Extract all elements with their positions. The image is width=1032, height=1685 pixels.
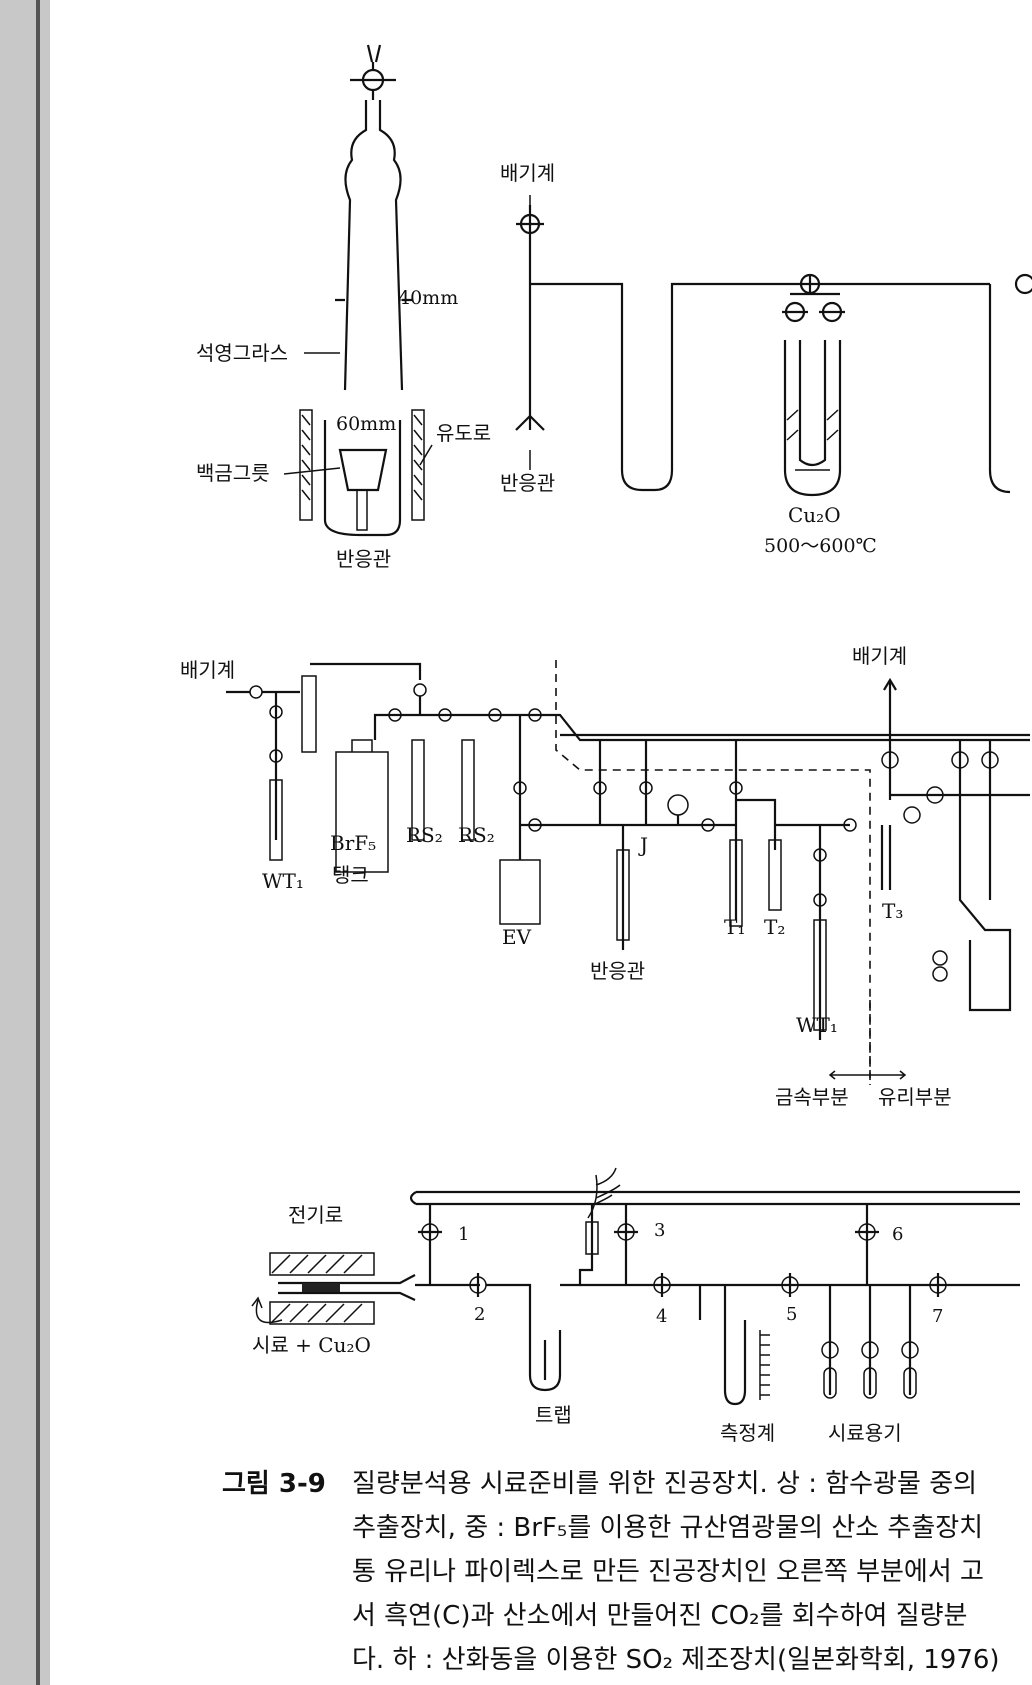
- furnace-apparatus: [299, 44, 425, 537]
- label-glass-part: 유리부분: [878, 1085, 952, 1109]
- label-manometer: 측정계: [720, 1421, 775, 1445]
- brf5-apparatus: [226, 660, 1030, 1085]
- label-reaction-tube-mid: 반응관: [590, 959, 645, 983]
- label-width-60: 60mm: [336, 413, 396, 435]
- label-t1: T₁: [724, 915, 745, 939]
- label-rs2-b: RS₂: [458, 823, 495, 847]
- caption-line-5: 다. 하 : 산화동을 이용한 SO₂ 제조장치(일본화학회, 1976): [352, 1645, 1000, 1675]
- label-sample-cu2o: 시료 + Cu₂O: [252, 1333, 371, 1357]
- valve-number-4: 4: [656, 1306, 667, 1327]
- caption-line-2: 추출장치, 중 : BrF₅를 이용한 규산염광물의 산소 추출장치: [352, 1513, 984, 1543]
- label-exhaust-mid-left: 배기계: [180, 658, 235, 682]
- label-exhaust-mid-right: 배기계: [852, 644, 907, 668]
- label-exhaust-top: 배기계: [500, 161, 555, 185]
- label-rs2-a: RS₂: [406, 823, 443, 847]
- label-tank: 탱크: [332, 863, 369, 887]
- left-scroll-strip: [0, 0, 50, 1685]
- so2-apparatus: [251, 1167, 1020, 1406]
- left-strip-edge: [36, 0, 40, 1685]
- label-quartz-glass: 석영그라스: [196, 341, 288, 365]
- valve-number-2: 2: [474, 1304, 485, 1325]
- valve-number-6: 6: [892, 1224, 903, 1245]
- label-ev: EV: [502, 925, 532, 949]
- label-wt1-right: WT₁: [796, 1013, 838, 1037]
- label-metal-part: 금속부분: [775, 1085, 849, 1109]
- label-j: J: [638, 833, 648, 857]
- label-platinum-crucible: 백금그릇: [196, 461, 270, 485]
- top-line-apparatus: [515, 195, 1032, 497]
- label-induction-furnace: 유도로: [436, 421, 491, 445]
- label-t2: T₂: [764, 915, 785, 939]
- valve-number-1: 1: [458, 1224, 469, 1245]
- label-reaction-tube-top: 반응관: [336, 547, 391, 571]
- label-cu2o-top: Cu₂O: [788, 503, 841, 527]
- valve-number-5: 5: [786, 1304, 797, 1325]
- caption-line-4: 서 흑연(C)과 산소에서 만들어진 CO₂를 회수하여 질량분: [352, 1601, 968, 1631]
- caption-label: 그림 3-9: [222, 1469, 326, 1499]
- label-trap: 트랩: [535, 1403, 572, 1427]
- label-t3: T₃: [882, 899, 903, 923]
- label-temperature: 500～600℃: [764, 535, 877, 557]
- label-sample-container: 시료용기: [828, 1421, 902, 1445]
- label-width-40: 40mm: [398, 287, 458, 309]
- vacuum-apparatus-figure: 40mm 석영그라스 60mm 유도로 백금그릇 반응관 배기계 반응관 Cu₂…: [180, 44, 1032, 1445]
- label-reaction-tube-line: 반응관: [500, 471, 555, 495]
- valve-number-3: 3: [654, 1220, 665, 1241]
- valve-number-7: 7: [932, 1306, 943, 1327]
- label-electric-furnace: 전기로: [288, 1203, 343, 1227]
- label-brf5: BrF₅: [330, 831, 376, 855]
- caption-line-3: 통 유리나 파이렉스로 만든 진공장치인 오른쪽 부분에서 고: [352, 1557, 984, 1587]
- label-wt1-left: WT₁: [262, 869, 304, 893]
